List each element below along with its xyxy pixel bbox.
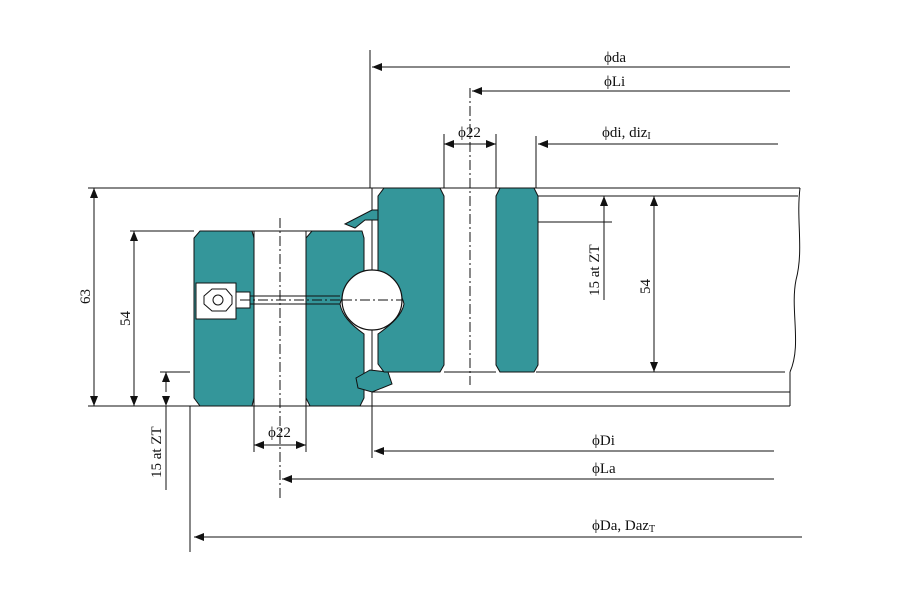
dim-Da: ϕDa, DazT	[194, 518, 802, 541]
seals	[343, 209, 393, 393]
dim-15-right: 15 at ZT	[587, 196, 608, 300]
label-15-left: 15 at ZT	[149, 426, 165, 478]
dim-54-left: 54	[118, 231, 138, 406]
label-di: ϕdi, dizI	[602, 125, 651, 142]
dim-Di: ϕDi	[374, 433, 774, 455]
outer-ring	[377, 187, 539, 373]
grease-fitting-icon	[195, 282, 344, 320]
dim-di: ϕdi, dizI	[538, 125, 778, 148]
label-hole-bottom: ϕ22	[268, 425, 291, 441]
label-63: 63	[78, 289, 94, 304]
dim-hole-bottom: ϕ22	[254, 425, 306, 449]
label-54-left: 54	[118, 311, 134, 327]
center-lines	[279, 88, 471, 500]
label-li: ϕLi	[604, 74, 625, 90]
label-54-right: 54	[638, 279, 654, 295]
label-da: ϕda	[604, 50, 626, 66]
dim-La: ϕLa	[282, 461, 774, 483]
dim-li: ϕLi	[472, 74, 790, 95]
label-Di: ϕDi	[592, 433, 615, 449]
label-hole-top: ϕ22	[458, 125, 481, 141]
label-La: ϕLa	[592, 461, 616, 477]
dim-da: ϕda	[372, 50, 790, 71]
label-15-right: 15 at ZT	[587, 244, 603, 296]
dim-63: 63	[78, 188, 98, 406]
dim-hole-top: ϕ22	[444, 125, 496, 148]
label-Da: ϕDa, DazT	[592, 518, 655, 535]
dim-54-right: 54	[638, 196, 658, 372]
dim-15-left: 15 at ZT	[149, 372, 170, 490]
